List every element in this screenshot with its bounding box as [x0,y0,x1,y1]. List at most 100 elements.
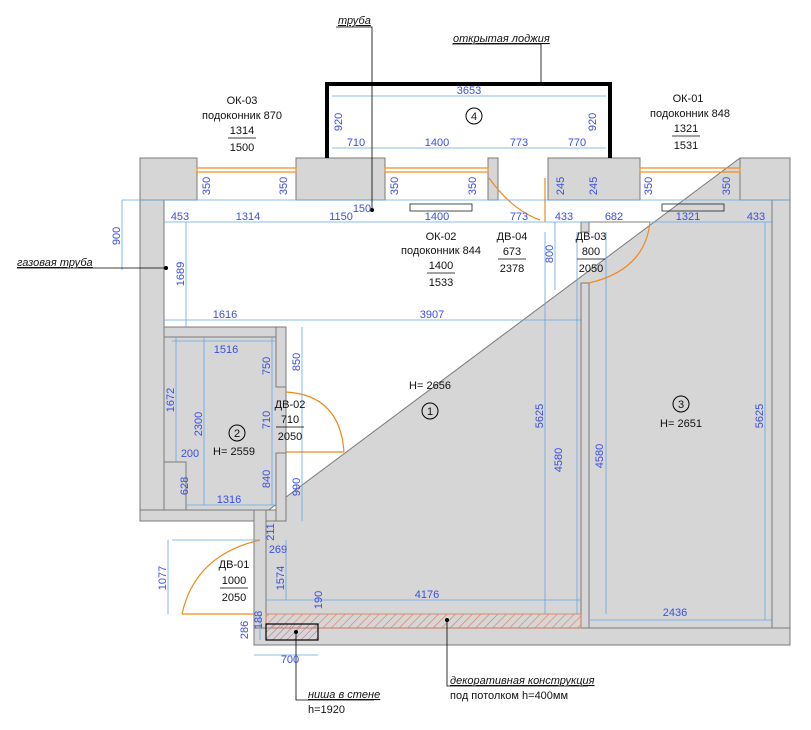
window-ok03 [196,167,297,173]
niche-note-1: ниша в стене [308,689,380,701]
decor-note-2: под потолком h=400мм [450,690,568,702]
dim-label: 1316 [217,494,241,506]
bathroom-right-wall-a [275,326,287,388]
dim-label: 840 [261,470,273,488]
dim-label: 920 [587,113,599,131]
decorative-structure [265,613,582,629]
dim-label: 990 [291,478,303,496]
dim-label: 750 [261,357,273,375]
room-3-height: H= 2651 [660,418,702,430]
window-ok03-height: 1500 [230,142,254,154]
window-ok03-width: 1314 [230,125,254,137]
dim-label: 433 [747,211,765,223]
dim-label: 190 [313,591,325,609]
dim-label: 770 [568,137,586,149]
pipe-note: труба [338,15,371,27]
dimension-labels: 3653 710 1400 773 770 453 1314 1150 150 … [171,85,765,666]
dim-label: 4580 [553,448,565,472]
door-dv03-height: 2050 [579,263,603,275]
door-dv01-name: ДВ-01 [219,559,250,571]
dim-label: 1077 [157,566,169,590]
dim-label: 188 [253,611,265,629]
dim-label: 773 [510,137,528,149]
dim-label: 682 [605,211,623,223]
dim-label: 1400 [425,137,449,149]
window-labels: ОК-03 подоконник 870 1314 1500 ОК-02 под… [202,93,730,289]
dim-label: 2436 [663,607,687,619]
dim-label: 350 [278,177,290,195]
dim-label: 3907 [420,309,444,321]
dim-label: 1672 [165,388,177,412]
door-swing-dv02 [285,391,345,453]
dim-label: 1314 [236,211,260,223]
dim-label: 286 [239,621,251,639]
room-4-marker [465,107,483,125]
dim-label: 4176 [415,589,439,601]
dim-label: 800 [544,245,556,263]
top-wall-d [739,157,791,201]
room-4-number: 4 [471,111,477,123]
window-ok01 [639,167,741,173]
radiator-icon [409,203,473,212]
room-1-marker [421,402,439,420]
leader-lines [17,26,588,701]
dim-label: 850 [291,353,303,371]
dim-label: 5625 [534,404,546,428]
loggia-note: открытая лоджия [453,33,550,45]
dim-label: 211 [265,523,277,541]
outer-wall [139,157,791,646]
notes: труба открытая лоджия газовая труба деко… [17,15,595,716]
window-ok01-sill: подоконник 848 [650,108,730,120]
dim-label: 920 [333,113,345,131]
dim-label: 1400 [425,211,449,223]
dim-label: 710 [347,137,365,149]
door-dv02-height: 2050 [278,431,302,443]
door-labels: ДВ-04 673 2378 ДВ-03 800 2050 ДВ-02 710 … [219,231,607,604]
niche-note-2: h=1920 [308,704,345,716]
door-dv04-name: ДВ-04 [497,231,528,243]
dimension-labels-vertical: 920 920 350 350 350 350 350 350 245 245 … [111,113,766,639]
room-1-number: 1 [427,406,433,418]
dim-label: 1574 [275,566,287,590]
window-ok02-width: 1400 [429,260,453,272]
wall-niche [265,623,319,641]
dim-label: 5625 [754,404,766,428]
window-ok01-width: 1321 [674,123,698,135]
door-swing-dv01 [181,539,261,615]
window-ok03-sill: подоконник 870 [202,110,282,122]
dim-label: 700 [281,654,299,666]
dim-label: 900 [111,227,123,245]
window-ok03-name: ОК-03 [227,95,258,107]
dim-label: 150 [353,203,371,215]
room-3-number: 3 [678,399,684,411]
dim-label: 1616 [213,309,237,321]
loggia-outline [325,82,612,158]
door-swing-dv04 [488,177,541,221]
dim-label: 350 [721,177,733,195]
door-dv02-width: 710 [281,414,299,426]
room-3-marker [672,395,690,413]
dim-label: 350 [643,177,655,195]
right-wall [771,199,791,646]
radiator-icon [661,203,725,212]
room-2-height: H= 2559 [213,446,255,458]
door-dv03-width: 800 [582,246,600,258]
top-wall-a [139,157,198,201]
decor-note-1: декоративная конструкция [450,675,595,687]
door-dv01-height: 2050 [222,592,246,604]
windows [196,167,741,212]
gas-pipe-note: газовая труба [17,257,93,269]
dim-label: 245 [555,177,567,195]
partition-wall [580,282,590,629]
dim-label: 2300 [193,412,205,436]
dimension-lines [121,95,790,656]
dim-label: 710 [261,411,273,429]
dim-label: 1321 [676,211,700,223]
dim-label: 200 [181,448,199,460]
dim-label: 350 [389,177,401,195]
bottom-wall [253,627,791,646]
dim-label: 1516 [214,344,238,356]
dim-label: 1689 [175,262,187,286]
room-1-height: H= 2656 [409,380,451,392]
